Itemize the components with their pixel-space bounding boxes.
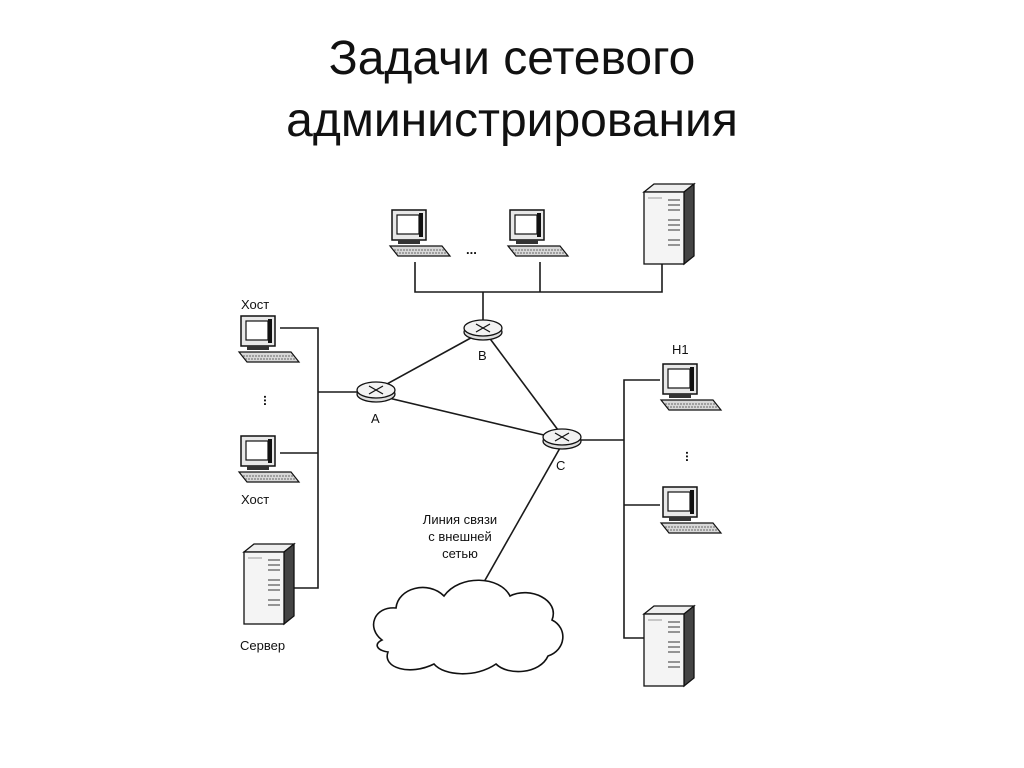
left-bus-line [280,327,319,589]
router-icon [542,428,582,450]
router-icon [356,381,396,403]
link-b-c [487,335,559,431]
link-a-b [375,333,479,391]
right-bus-line [623,379,660,639]
ellipsis-right: ... [683,451,698,462]
h1-label: H1 [672,342,689,357]
server-icon [643,183,695,265]
router-b-label: B [478,348,487,363]
ellipsis-top: ... [466,242,477,257]
server-label: Сервер [240,638,285,653]
cloud-icon [372,579,564,675]
external-line-label-2: с внешней [428,529,492,544]
external-line-label-1: Линия связи [423,512,497,527]
computer-icon [238,315,300,363]
server-icon [243,543,295,625]
external-line-label-3: сетью [442,546,478,561]
links [280,258,663,639]
router-icon [463,319,503,341]
server-icon [643,605,695,687]
ellipsis-left: ... [261,395,276,406]
title-line-2: администрирования [286,94,738,147]
computer-icon [660,363,722,411]
title-line-1: Задачи сетевого [328,32,696,85]
host-label-top: Хост [241,297,269,312]
computer-icon [507,209,569,257]
router-a-label: A [371,411,380,426]
router-c-label: C [556,458,565,473]
computer-icon [660,486,722,534]
computer-icon [389,209,451,257]
external-link-line [483,447,561,583]
slide-title: Задачи сетевого администрирования [0,28,1024,152]
host-label-bottom: Хост [241,492,269,507]
top-bus-line [414,258,663,293]
computer-icon [238,435,300,483]
link-a-c [379,395,549,437]
